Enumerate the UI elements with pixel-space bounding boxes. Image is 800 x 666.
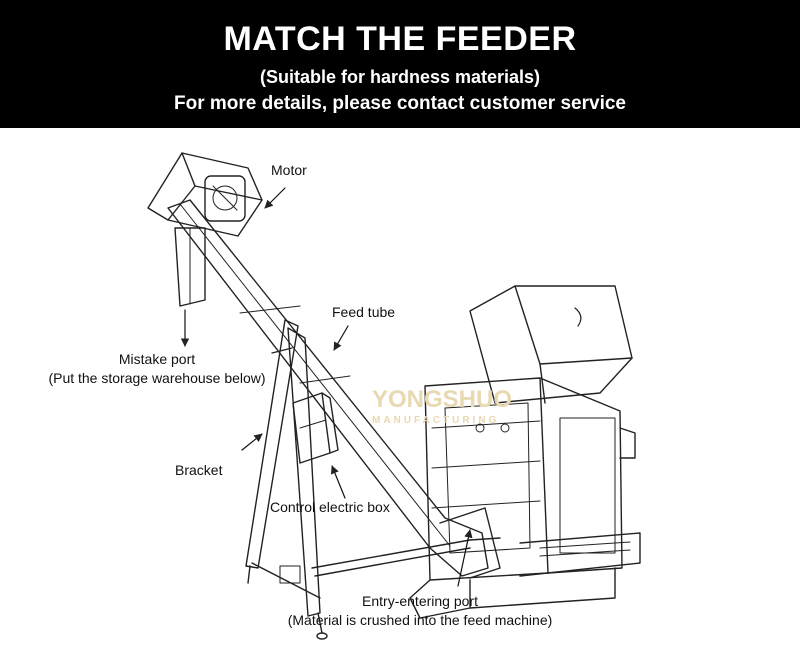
mistake-port-title: Mistake port xyxy=(118,351,196,367)
contact-note: For more details, please contact custome… xyxy=(174,93,626,114)
feeder-diagram: YONGSHUO MANUFACTURING Motor Feed tube M… xyxy=(0,128,800,661)
crusher-machine xyxy=(409,285,641,619)
label-control-box: Control electric box xyxy=(270,499,390,515)
motor-assembly xyxy=(147,152,263,307)
label-bracket: Bracket xyxy=(175,462,223,478)
label-feed-tube: Feed tube xyxy=(332,304,396,320)
bracket-stand xyxy=(245,319,501,640)
feeder-illustration xyxy=(147,152,641,640)
page-title: MATCH THE FEEDER xyxy=(223,20,577,58)
mistake-port-note: (Put the storage warehouse below) xyxy=(48,370,266,386)
entry-port-note: (Material is crushed into the feed machi… xyxy=(287,612,553,628)
watermark-brand: YONGSHUO xyxy=(372,386,513,413)
page-subtitle: (Suitable for hardness materials) xyxy=(259,67,541,87)
label-motor: Motor xyxy=(271,162,307,178)
header-banner: MATCH THE FEEDER (Suitable for hardness … xyxy=(0,0,800,128)
annotation-arrows xyxy=(180,187,473,587)
label-entry-port: Entry-entering port (Material is crushed… xyxy=(265,592,575,630)
entry-port-title: Entry-entering port xyxy=(362,593,478,609)
watermark-tagline: MANUFACTURING xyxy=(372,415,500,426)
control-electric-box xyxy=(292,392,339,464)
label-mistake-port: Mistake port (Put the storage warehouse … xyxy=(22,350,292,388)
